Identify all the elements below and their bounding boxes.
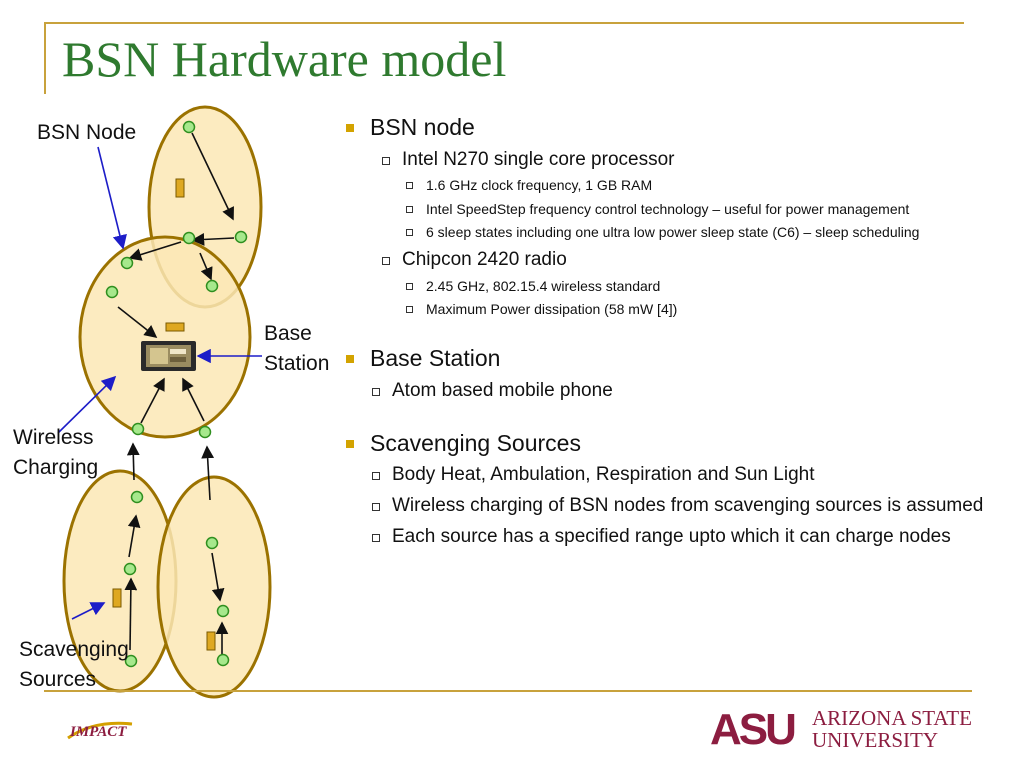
sensor-node xyxy=(131,422,145,436)
sensor-node xyxy=(205,279,219,293)
sensor-node xyxy=(120,256,134,270)
asu-name-line2: UNIVERSITY xyxy=(812,728,938,752)
footer-rule xyxy=(44,690,972,692)
impact-logo-text: IMPACT xyxy=(69,724,127,740)
sensor-node xyxy=(182,120,196,134)
link-arrow xyxy=(182,377,205,422)
bullet-intel-n270: Intel N270 single core processor xyxy=(376,148,1010,173)
energy-source xyxy=(206,631,216,651)
cluster-bottom-right xyxy=(156,475,272,699)
sensor-node xyxy=(216,653,230,667)
bullet-clock-ram: 1.6 GHz clock frequency, 1 GB RAM xyxy=(400,175,1010,195)
link-arrow xyxy=(201,445,215,501)
asu-logo: ASU ARIZONA STATE UNIVERSITY xyxy=(708,700,978,757)
asu-name-line1: ARIZONA STATE xyxy=(812,706,972,730)
asu-mark: ASU xyxy=(710,705,795,752)
energy-source xyxy=(112,588,122,608)
sensor-node xyxy=(205,536,219,550)
link-arrow xyxy=(211,552,225,602)
label-scavenging-line2: Sources xyxy=(19,668,97,691)
pointer-arrow-bsn-node xyxy=(97,146,127,250)
bullet-wireless-standard: 2.45 GHz, 802.15.4 wireless standard xyxy=(400,276,1010,296)
pointer-arrow-wireless-charging xyxy=(57,375,117,434)
bullet-bsn-node: BSN node xyxy=(340,114,1010,142)
sensor-node xyxy=(124,654,138,668)
bullet-max-power: Maximum Power dissipation (58 mW [4]) xyxy=(400,299,1010,319)
sensor-node xyxy=(216,604,230,618)
label-bsn-node: BSN Node xyxy=(37,121,137,144)
sensor-node xyxy=(198,425,212,439)
sensor-node xyxy=(130,490,144,504)
label-scavenging-line1: Scavenging xyxy=(19,638,129,661)
label-base-station-line2: Station xyxy=(264,352,330,375)
bullet-body-heat: Body Heat, Ambulation, Respiration and S… xyxy=(366,463,1010,488)
link-arrow xyxy=(191,132,234,221)
label-wireless-line1: Wireless xyxy=(13,426,94,449)
sensor-node xyxy=(234,230,248,244)
title-frame-left-rule xyxy=(44,22,46,94)
impact-logo: IMPACT xyxy=(64,716,136,749)
link-arrow xyxy=(128,241,182,261)
link-arrow xyxy=(124,577,138,651)
link-arrow xyxy=(117,306,158,338)
label-wireless-line2: Charging xyxy=(13,456,99,479)
sensor-node xyxy=(182,231,196,245)
bullet-source-range: Each source has a specified range upto w… xyxy=(366,525,1010,550)
bsn-diagram-svg xyxy=(57,105,272,699)
base-station-device xyxy=(141,341,196,371)
bsn-diagram: BSN Node Base Station Wireless Charging … xyxy=(0,95,345,700)
cluster-center xyxy=(78,235,252,439)
label-base-station-line1: Base xyxy=(264,322,312,345)
sensor-node xyxy=(123,562,137,576)
bullet-chipcon-radio: Chipcon 2420 radio xyxy=(376,248,1010,273)
link-arrow xyxy=(126,442,140,481)
link-arrow xyxy=(199,252,213,281)
bullet-content: BSN node Intel N270 single core processo… xyxy=(340,110,1010,549)
title-frame-top-rule xyxy=(44,22,964,24)
link-arrow xyxy=(127,514,141,558)
sensor-node xyxy=(105,285,119,299)
bullet-atom-phone: Atom based mobile phone xyxy=(366,379,1010,404)
bullet-wireless-charging: Wireless charging of BSN nodes from scav… xyxy=(366,494,1010,519)
bullet-sleep-states: 6 sleep states including one ultra low p… xyxy=(400,222,1010,242)
pointer-arrow-scavenging xyxy=(71,602,106,620)
slide-title: BSN Hardware model xyxy=(62,31,507,87)
bullet-scavenging-sources: Scavenging Sources xyxy=(340,430,1010,458)
bullet-base-station: Base Station xyxy=(340,345,1010,373)
energy-source xyxy=(165,322,185,332)
energy-source xyxy=(175,178,185,198)
bullet-speedstep: Intel SpeedStep frequency control techno… xyxy=(400,199,1010,219)
link-arrow xyxy=(191,233,235,246)
link-arrow xyxy=(140,377,165,424)
